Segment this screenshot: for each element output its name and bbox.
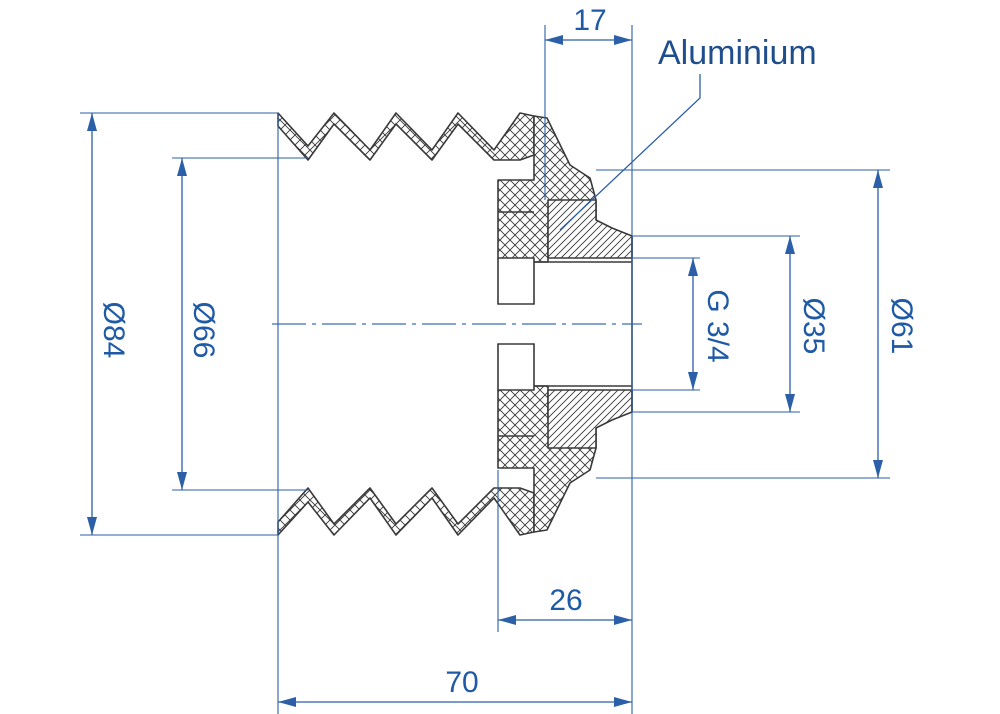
dim-text-len26: 26 — [549, 584, 582, 617]
aluminium-insert-lower — [547, 389, 633, 449]
label-aluminium: Aluminium — [658, 34, 817, 72]
dim-len70 — [278, 697, 632, 707]
dim-text-d66: Ø66 — [187, 302, 220, 359]
bellows-lower-wall — [277, 487, 535, 536]
hub-inner-step-lower — [497, 343, 535, 390]
extension-lines — [80, 25, 890, 714]
dim-d61 — [873, 170, 883, 478]
dim-text-d61: Ø61 — [885, 298, 918, 355]
dim-text-thread: G 3/4 — [701, 289, 734, 362]
dim-len17 — [545, 35, 632, 45]
dim-text-d35: Ø35 — [797, 298, 830, 355]
dim-thread — [688, 258, 698, 390]
dim-len26 — [498, 615, 632, 625]
dim-text-d84: Ø84 — [97, 302, 130, 359]
aluminium-leader — [559, 74, 701, 231]
bellows-upper-wall — [277, 112, 535, 161]
dim-d66 — [177, 158, 187, 490]
dim-text-len17: 17 — [573, 4, 606, 37]
dim-text-len70: 70 — [445, 666, 478, 699]
dim-d35 — [785, 236, 795, 412]
aluminium-insert-upper — [547, 199, 633, 259]
dim-d84 — [87, 113, 97, 535]
hub-inner-step-upper — [497, 258, 535, 305]
